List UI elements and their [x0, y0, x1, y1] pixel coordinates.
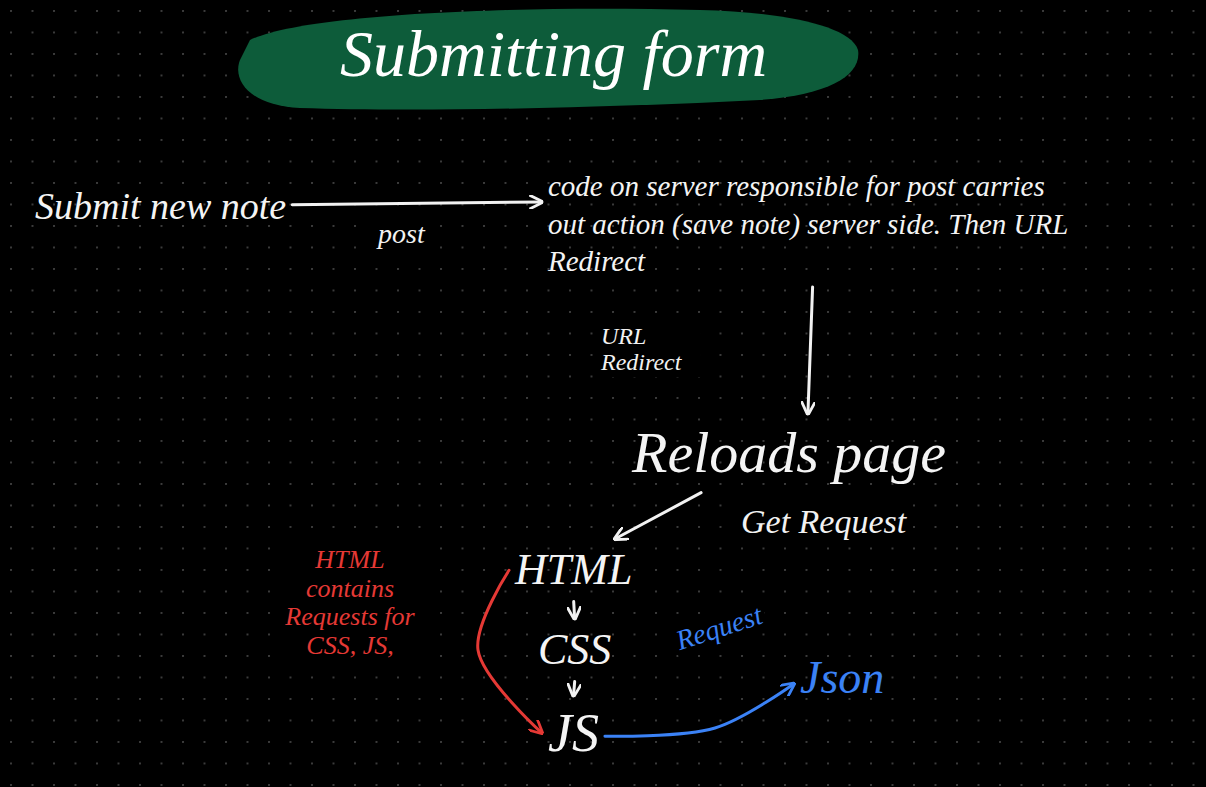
connector-arrow	[573, 682, 574, 696]
node-text: code on server responsible for post carr…	[548, 168, 1088, 281]
connector-arrow	[292, 202, 542, 205]
title-highlight	[238, 9, 858, 110]
text-node: HTML	[515, 545, 632, 596]
node-text: JS	[548, 702, 599, 764]
text-node: CSS	[538, 625, 611, 676]
text-node: Json	[800, 652, 884, 705]
edge-label: Get Request	[738, 502, 909, 541]
node-text: Submit new note	[35, 185, 286, 229]
node-text: Reloads page	[632, 420, 946, 487]
title: Submitting form	[340, 18, 767, 91]
text-node: Submit new note	[35, 185, 286, 229]
note-label: HTML contains Requests for CSS, JS,	[272, 545, 428, 661]
connector-arrow	[478, 570, 542, 733]
connector-arrow	[605, 684, 794, 737]
text-node: Reloads page	[632, 420, 946, 487]
connector-arrow	[615, 493, 701, 539]
connector-arrow	[808, 287, 813, 414]
text-node: JS	[548, 702, 599, 764]
node-text: HTML	[515, 545, 632, 596]
edge-label: URL Redirect	[598, 322, 700, 377]
text-node: code on server responsible for post carr…	[548, 168, 1088, 281]
connector-arrow	[572, 602, 576, 619]
node-text: Json	[800, 652, 884, 705]
node-text: CSS	[538, 625, 611, 676]
edge-label: post	[375, 218, 428, 251]
